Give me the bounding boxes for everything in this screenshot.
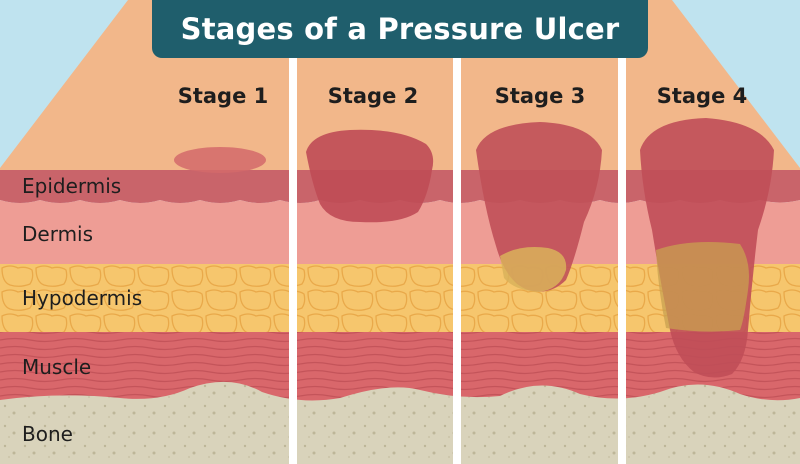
stage-4-label: Stage 4 xyxy=(656,84,748,108)
hypodermis-label: Hypodermis xyxy=(22,286,143,310)
stage2-wound xyxy=(306,129,434,223)
stage4-fat-exposure xyxy=(656,242,749,332)
title-banner: Stages of a Pressure Ulcer xyxy=(152,0,648,58)
divider-2 xyxy=(453,40,461,464)
epidermis-label: Epidermis xyxy=(22,174,122,198)
divider-1 xyxy=(289,40,297,464)
bone-label: Bone xyxy=(22,422,73,446)
dermis-layer xyxy=(0,200,800,266)
stage-2-label: Stage 2 xyxy=(327,84,419,108)
divider-3 xyxy=(618,40,626,464)
stage-1-label: Stage 1 xyxy=(177,84,269,108)
muscle-label: Muscle xyxy=(22,355,92,379)
stage-3-label: Stage 3 xyxy=(494,84,586,108)
diagram-title: Stages of a Pressure Ulcer xyxy=(180,12,620,46)
dermis-label: Dermis xyxy=(22,222,94,246)
stage3-fat-exposure xyxy=(500,247,567,292)
bone-layer xyxy=(0,381,800,464)
stage3-wound xyxy=(476,122,602,292)
stage1-wound xyxy=(174,147,266,173)
